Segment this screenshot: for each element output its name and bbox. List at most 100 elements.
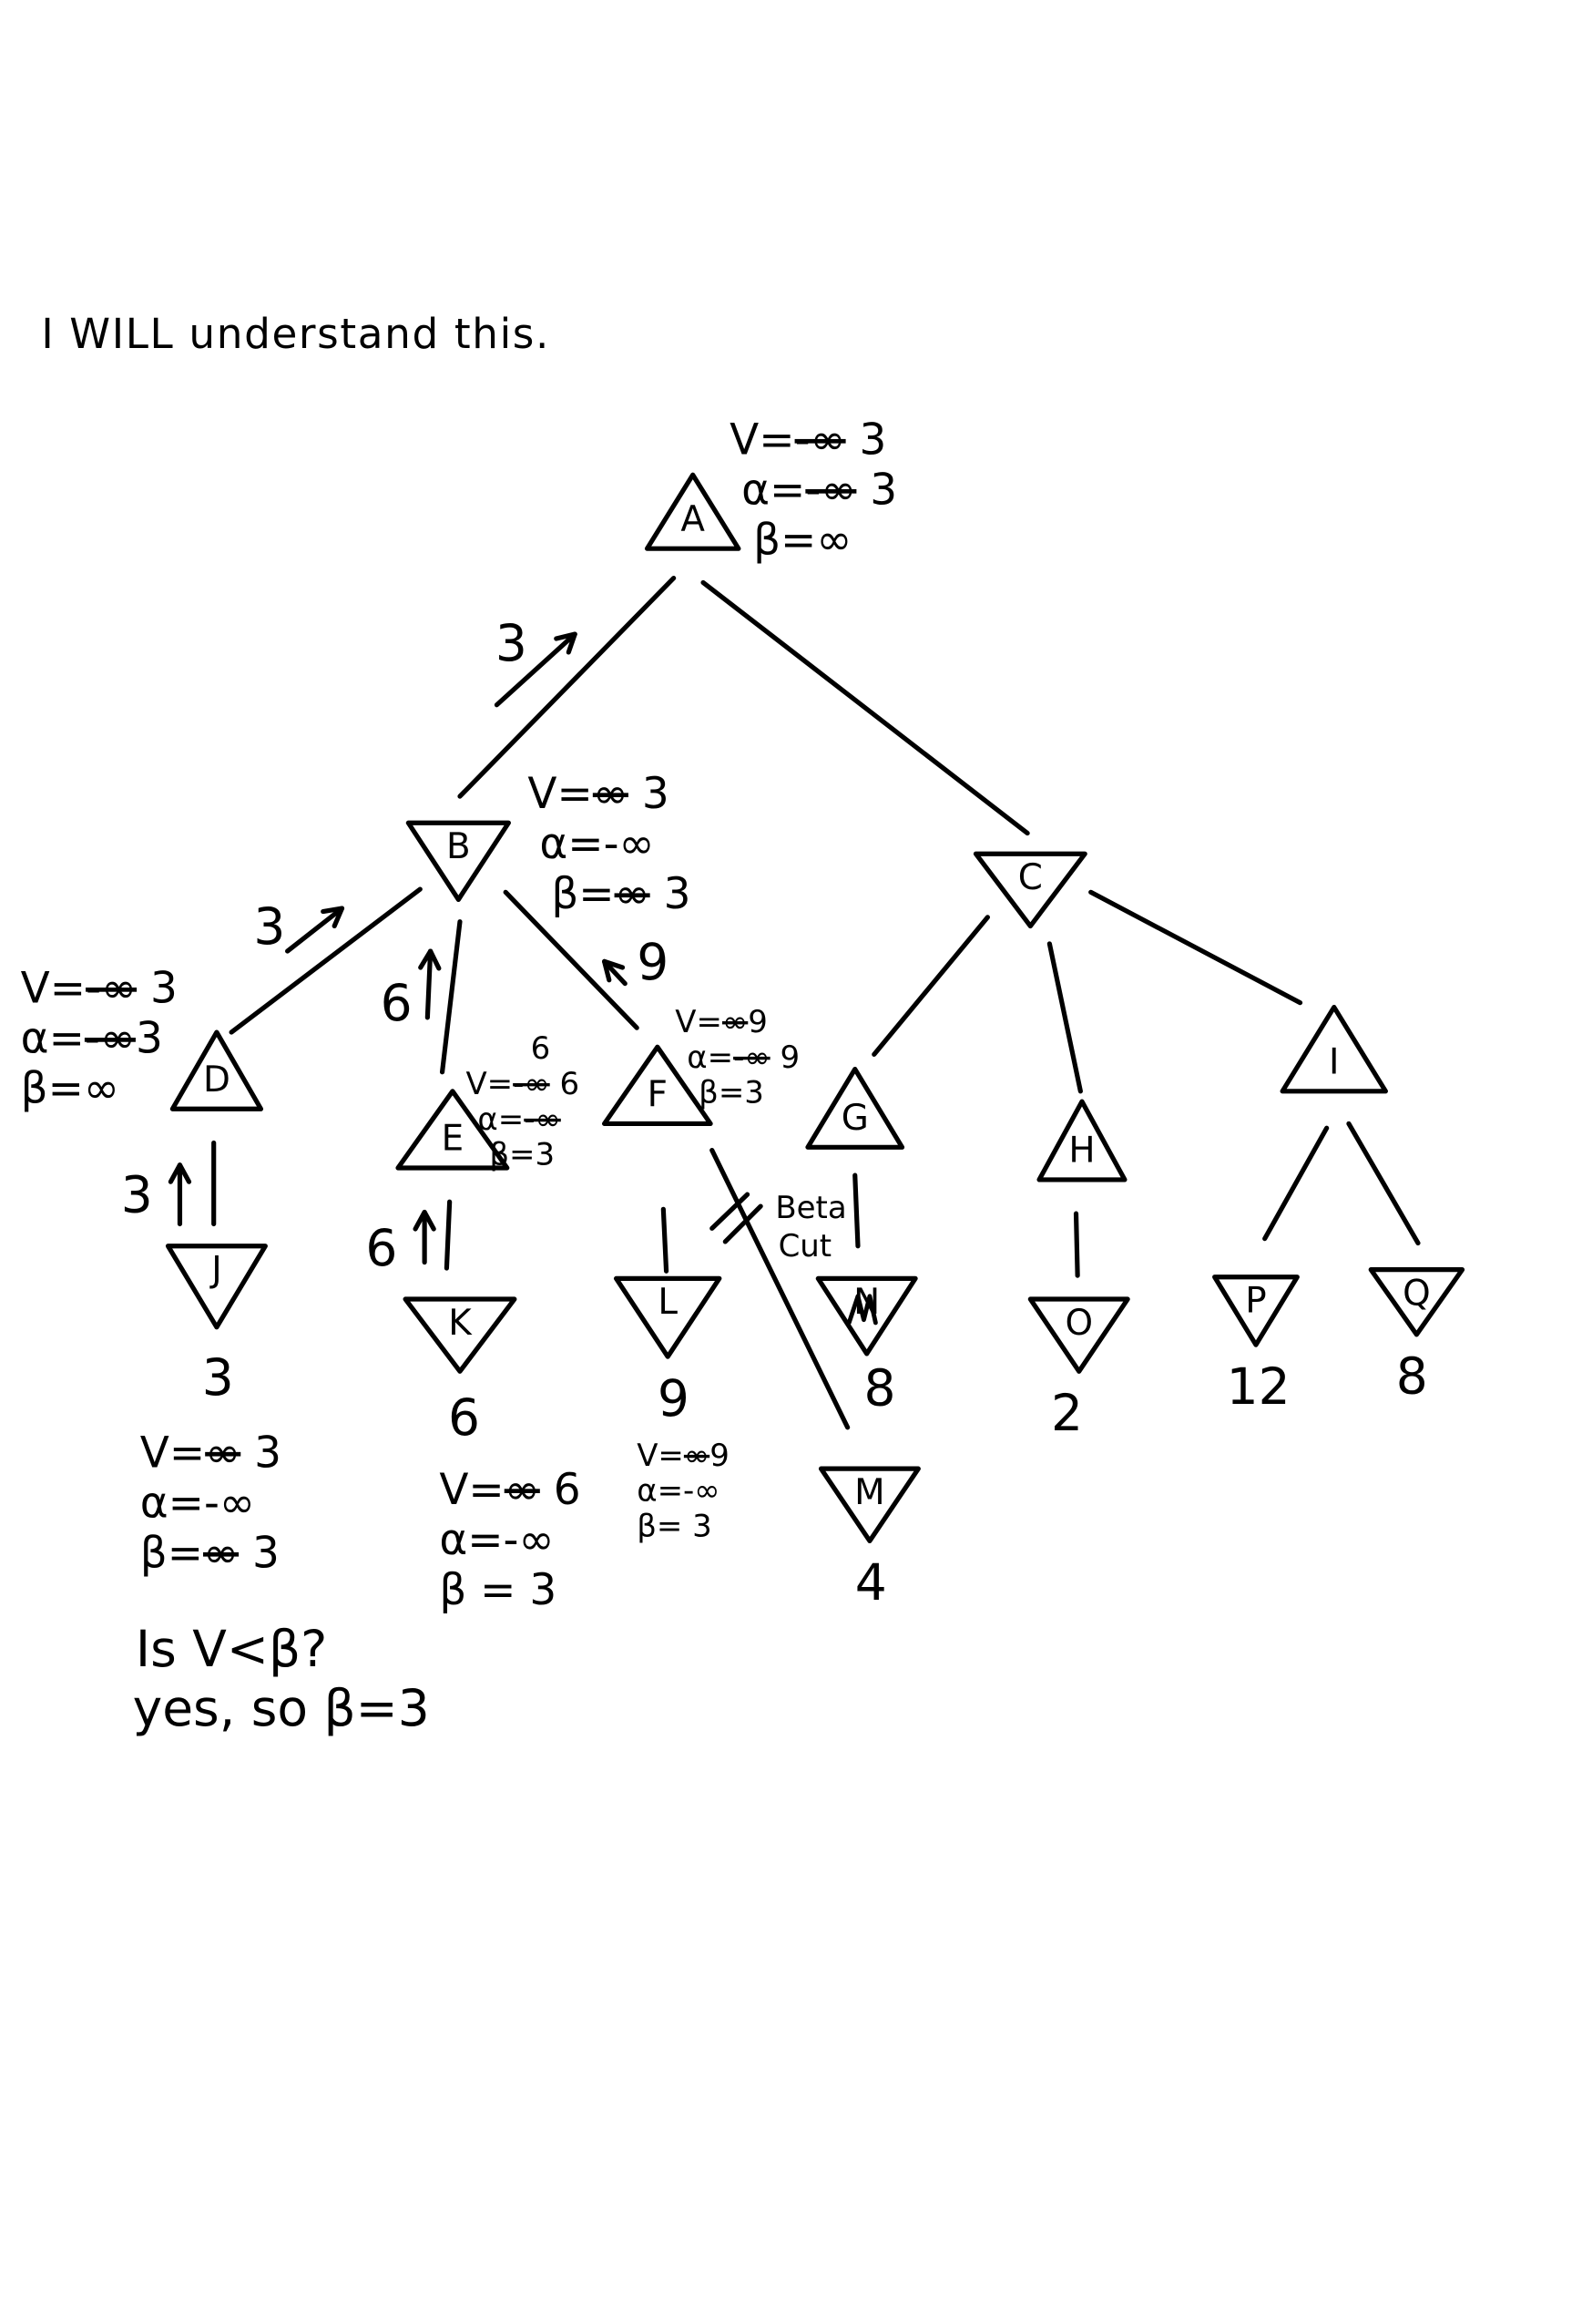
leaf-value: 8 <box>863 1359 895 1418</box>
max-node-triangle <box>644 472 741 551</box>
struck-value: -∞ <box>805 466 856 516</box>
annotation-prefix: α=-∞ <box>539 819 654 869</box>
annotation-prefix: β=∞ <box>21 1064 119 1114</box>
annotation-line: V=∞ 3 <box>527 769 668 819</box>
annotation-line: α=-∞ <box>637 1473 719 1510</box>
tree-edge <box>709 1147 851 1430</box>
node-i: I <box>1280 1004 1388 1094</box>
max-node-triangle <box>1280 1004 1388 1094</box>
annotation-line: β=∞ 3 <box>140 1529 280 1579</box>
node-o: O2 <box>1027 1296 1130 1442</box>
min-node-triangle <box>165 1244 268 1330</box>
scribble-mark <box>846 1294 878 1326</box>
annotation-above: 6 <box>531 1030 551 1067</box>
arrow-value: 9 <box>637 933 668 991</box>
annotation-line: β= 3 <box>637 1509 712 1545</box>
tree-edge <box>700 579 1030 836</box>
annotation-line: α=-∞ <box>477 1101 560 1138</box>
annotation-prefix: V= <box>439 1465 504 1515</box>
annotation-prefix: α= <box>477 1101 524 1138</box>
node-label: I <box>1329 1041 1339 1082</box>
node-l: L9 <box>613 1275 722 1428</box>
tree-edge <box>439 919 463 1075</box>
annotation-e: V=-∞ 6α=-∞β=36 <box>465 1030 579 1173</box>
tree-edge <box>1046 941 1083 1094</box>
arrow-j-to-d: 3 <box>121 1162 192 1227</box>
updated-value: 9 <box>748 1004 768 1040</box>
updated-value: 3 <box>137 964 178 1014</box>
node-a: A <box>644 472 741 551</box>
tree-edge <box>872 915 990 1057</box>
annotation-line: V=∞ 3 <box>140 1428 281 1479</box>
node-j: J3 <box>165 1244 268 1407</box>
tree-edge <box>503 889 639 1030</box>
max-node-triangle <box>395 1089 510 1171</box>
leaf-value: 12 <box>1227 1357 1291 1416</box>
min-node-triangle <box>1368 1267 1465 1337</box>
node-label: D <box>203 1060 230 1101</box>
leaf-value: 4 <box>855 1553 887 1612</box>
annotation-prefix: V= <box>527 769 592 819</box>
annotation-prefix: β= 3 <box>637 1509 712 1545</box>
annotation-line: V=-∞ 3 <box>21 964 178 1014</box>
min-node-triangle <box>973 851 1087 929</box>
annotation-line: V=-∞ 3 <box>730 415 886 466</box>
annotation-prefix: α=-∞ <box>140 1479 255 1529</box>
node-label: L <box>658 1282 678 1323</box>
cut-slash <box>722 1203 763 1244</box>
arrow-head-icon <box>554 631 577 655</box>
annotation-line: α=-∞ 9 <box>687 1039 800 1076</box>
tree-edge <box>457 575 677 799</box>
struck-value: ∞ <box>205 1428 240 1479</box>
annotation-prefix: β=∞ <box>753 516 852 566</box>
annotation-prefix: β= <box>551 869 614 919</box>
arrow-value: 3 <box>495 614 527 672</box>
annotation-k: V=∞ 6α=-∞β = 3 <box>439 1465 580 1615</box>
node-c: C <box>973 851 1087 929</box>
min-node-triangle <box>818 1466 921 1544</box>
annotation-prefix: V= <box>637 1438 684 1474</box>
updated-value: 3 <box>846 415 887 466</box>
annotation-prefix: β = 3 <box>439 1565 556 1615</box>
max-node-triangle <box>169 1029 264 1111</box>
arrow-head-icon <box>321 906 345 929</box>
beta-cut-label: Cut <box>779 1228 832 1264</box>
annotation-line: α=-∞ <box>539 819 654 869</box>
tree-edge <box>1088 889 1303 1006</box>
max-node-triangle <box>805 1066 905 1150</box>
node-k: K6 <box>403 1296 517 1447</box>
annotation-prefix: V= <box>21 964 86 1014</box>
annotation-line: α=-∞ 3 <box>741 466 897 516</box>
arrow-head-icon <box>168 1162 192 1184</box>
node-label: B <box>446 826 471 867</box>
annotation-prefix: V= <box>140 1428 205 1479</box>
annotation-line: α=-∞ <box>140 1479 255 1529</box>
tree-edge <box>1262 1125 1330 1242</box>
updated-value: 3 <box>239 1529 280 1579</box>
node-label: F <box>648 1074 668 1115</box>
struck-value: -∞ <box>524 1101 561 1138</box>
tree-edge <box>1073 1211 1080 1278</box>
annotation-j: V=∞ 3α=-∞β=∞ 3 <box>140 1428 281 1579</box>
updated-value: 9 <box>770 1039 800 1076</box>
arrow-shaft <box>285 906 345 954</box>
tree-edge <box>1346 1121 1421 1246</box>
struck-value: -∞ <box>513 1066 550 1102</box>
min-node-triangle <box>1027 1296 1130 1374</box>
annotation-prefix: V= <box>465 1066 513 1102</box>
max-node-triangle <box>602 1044 713 1127</box>
struck-value: ∞ <box>593 769 628 819</box>
struck-value: ∞ <box>722 1004 748 1040</box>
leaf-value: 8 <box>1396 1347 1428 1406</box>
arrow-shaft <box>602 958 628 987</box>
cut-slash <box>709 1192 750 1231</box>
leaf-value: 9 <box>658 1369 689 1428</box>
arrow-head-icon <box>602 958 626 983</box>
arrow-shaft <box>494 631 577 708</box>
annotation-prefix: α= <box>741 466 805 516</box>
tree-edges <box>211 575 1421 1430</box>
node-label: G <box>842 1098 869 1139</box>
node-b: B <box>405 820 511 902</box>
arrow-shaft <box>424 948 434 1020</box>
